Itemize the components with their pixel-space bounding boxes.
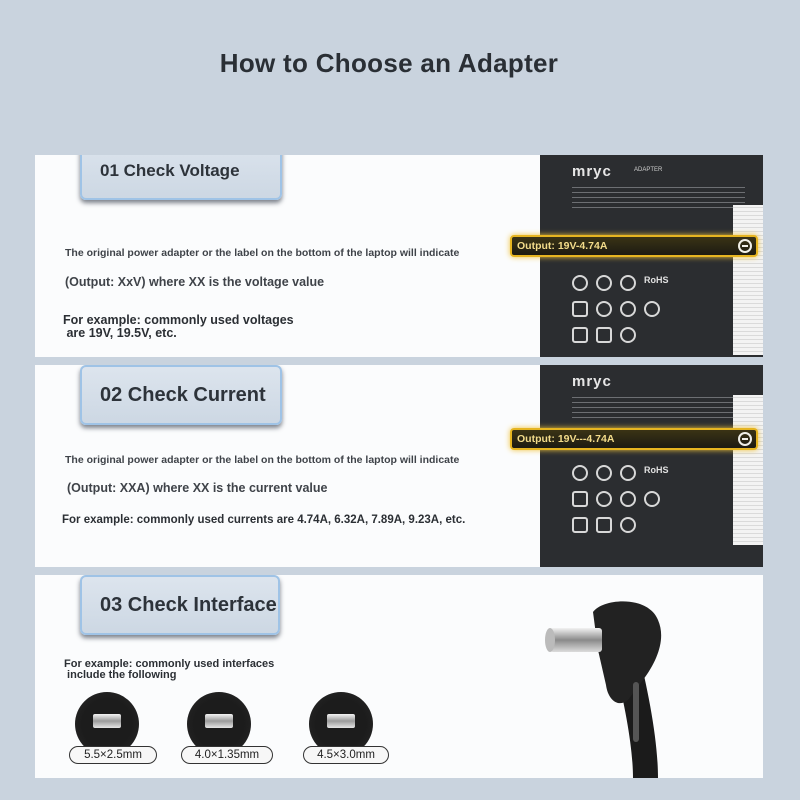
dc-plug-icon bbox=[187, 692, 251, 756]
voltage-desc-line1: The original power adapter or the label … bbox=[65, 247, 460, 259]
connector-size-label: 4.5×3.0mm bbox=[303, 746, 389, 764]
voltage-output-highlight: Output: 19V-4.74A bbox=[510, 235, 758, 257]
step-heading-current: 02 Check Current bbox=[80, 365, 282, 425]
connector-size-label: 4.0×1.35mm bbox=[181, 746, 273, 764]
power-plug-icon bbox=[738, 432, 752, 446]
connector-4-0x1-35: 4.0×1.35mm bbox=[181, 692, 273, 764]
step-heading-interface: 03 Check Interface bbox=[80, 575, 280, 635]
voltage-example-line2: are 19V, 19.5V, etc. bbox=[63, 326, 177, 340]
rohs-mark: RoHS bbox=[644, 275, 669, 285]
current-desc-line1: The original power adapter or the label … bbox=[65, 454, 460, 466]
connector-5-5x2-5: 5.5×2.5mm bbox=[69, 692, 159, 764]
voltage-output-label: Output: 19V-4.74A bbox=[517, 240, 608, 252]
voltage-example-line1: For example: commonly used voltages bbox=[63, 313, 294, 327]
adapter-type: ADAPTER bbox=[634, 167, 663, 173]
adapter-brand: mryc bbox=[572, 373, 612, 390]
voltage-desc-line2: (Output: XxV) where XX is the voltage va… bbox=[65, 275, 325, 289]
current-example-line1: For example: commonly used currents are … bbox=[62, 514, 466, 526]
section-check-interface: 03 Check Interface For example: commonly… bbox=[35, 575, 763, 778]
section-check-current: mryc RoHS 02 Check Current The original … bbox=[35, 365, 763, 567]
rohs-mark: RoHS bbox=[644, 465, 669, 475]
interface-example-line2: include the following bbox=[64, 669, 177, 681]
page-title: How to Choose an Adapter bbox=[219, 48, 559, 78]
power-plug-icon bbox=[738, 239, 752, 253]
adapter-label-image: mryc RoHS bbox=[540, 365, 763, 567]
right-angle-plug-icon bbox=[545, 601, 662, 778]
interface-example-line1: For example: commonly used interfaces bbox=[64, 658, 275, 670]
dc-plug-icon bbox=[75, 692, 139, 756]
adapter-brand: mryc bbox=[572, 163, 612, 180]
step-heading-voltage: 01 Check Voltage bbox=[80, 155, 282, 200]
current-output-label: Output: 19V---4.74A bbox=[517, 433, 615, 445]
connector-4-5x3-0: 4.5×3.0mm bbox=[303, 692, 393, 764]
current-output-highlight: Output: 19V---4.74A bbox=[510, 428, 758, 450]
dc-plug-icon bbox=[309, 692, 373, 756]
current-desc-line2: (Output: XXA) where XX is the current va… bbox=[67, 481, 328, 495]
connector-size-label: 5.5×2.5mm bbox=[69, 746, 157, 764]
